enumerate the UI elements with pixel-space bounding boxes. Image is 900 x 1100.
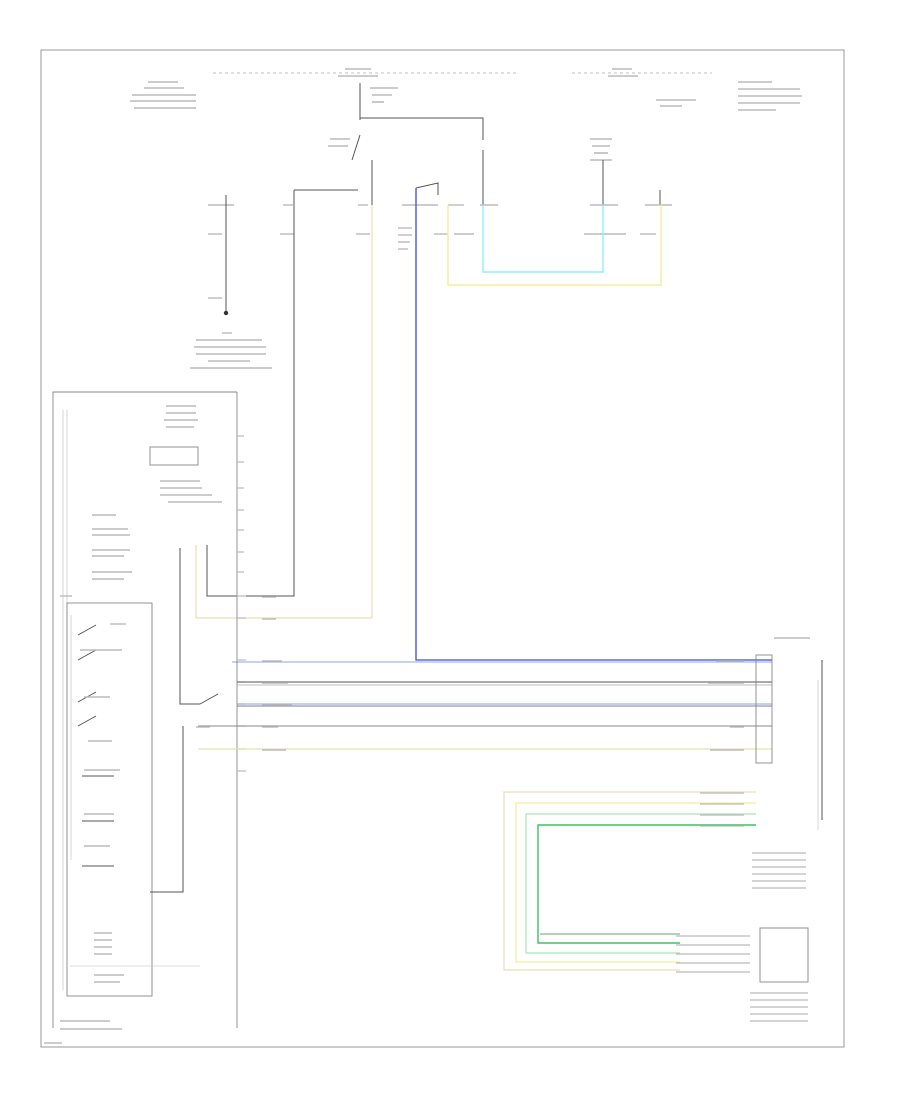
wire-gray-1 [206,190,295,597]
switch-icon [351,134,361,161]
sensor-box-1 [149,446,199,466]
module-labels [60,405,222,1030]
lower-wire-labels [676,792,808,1022]
wire-loop-left [179,548,200,705]
module-pins [237,435,246,772]
wire-yellow-1 [195,205,373,619]
wire-green-1 [525,813,756,954]
switch-box [66,602,153,997]
wire-blue-1-top [415,182,439,195]
ground-label [190,297,272,369]
ground-icon [223,310,229,316]
fuse-block-label [130,68,802,161]
lower-module-box [759,927,809,983]
switch-icon [199,693,219,705]
connector-row [208,204,672,250]
wire-loop-left-2 [150,726,184,893]
diagram-frame [40,49,845,1048]
wire-cyan-loop [482,205,604,273]
bus-to-right [360,117,484,140]
module-box [52,391,237,1028]
wire-tan-2 [503,791,756,971]
wire-blue-1 [415,188,772,661]
connector-icon [755,654,773,764]
wire-yellow-2 [515,802,756,963]
wire-green-2 [537,824,756,944]
wire-labels [196,596,810,751]
switch-labels [80,623,126,847]
wire-yellow-loop [447,205,662,286]
switch-icon [77,624,114,867]
